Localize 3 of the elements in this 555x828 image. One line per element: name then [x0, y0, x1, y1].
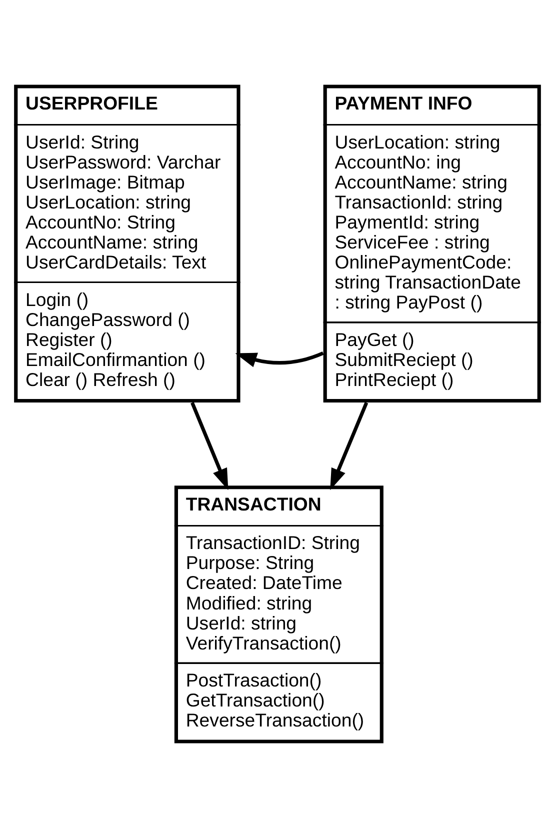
arrow — [235, 351, 324, 368]
arrow — [190, 402, 228, 490]
arrow — [330, 402, 368, 490]
